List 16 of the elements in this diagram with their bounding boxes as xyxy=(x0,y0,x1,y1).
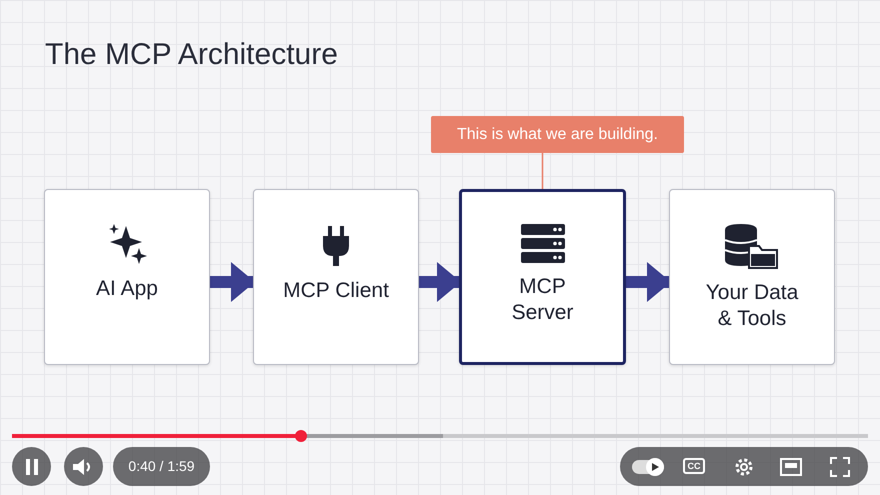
time-display: 0:40 / 1:59 xyxy=(113,447,210,486)
arrow xyxy=(419,262,461,302)
node-label: MCP Server xyxy=(510,274,574,326)
node-label: MCP Client xyxy=(283,278,389,304)
highlighted-process-box xyxy=(459,189,626,365)
process-box xyxy=(44,189,210,365)
leader-line xyxy=(542,153,544,189)
process-box xyxy=(669,189,835,365)
callout-label: This is what we are building. xyxy=(431,116,684,153)
captions-button: CC xyxy=(683,458,705,474)
slide-title: The MCP Architecture xyxy=(45,38,338,72)
process-box xyxy=(253,189,419,365)
arrow xyxy=(626,262,671,302)
node-label: AI App xyxy=(96,276,158,302)
arrow xyxy=(210,262,255,302)
node-label: Your Data & Tools xyxy=(704,280,800,332)
